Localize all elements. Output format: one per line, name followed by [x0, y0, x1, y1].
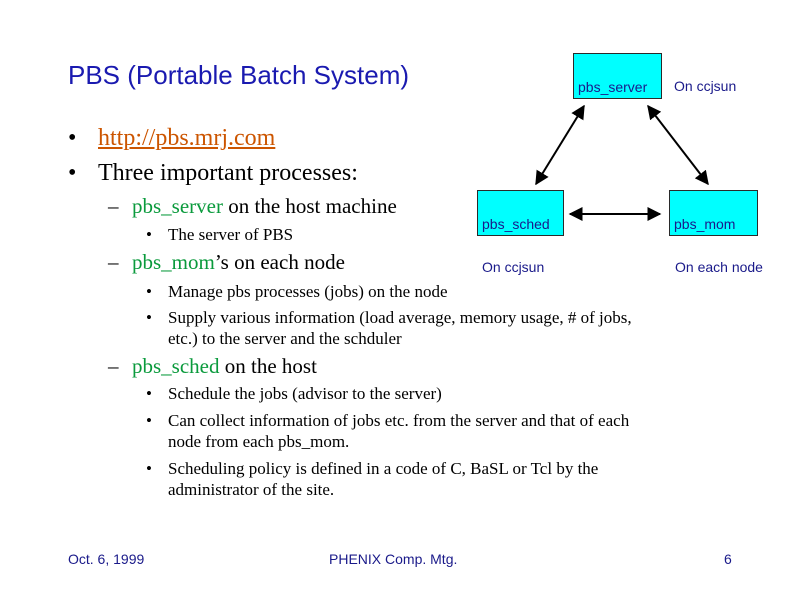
- three-processes-text: Three important processes:: [98, 160, 358, 186]
- mom-item: pbs_mom’s on each node: [132, 250, 345, 275]
- arrow-server-sched: [535, 104, 585, 186]
- footer-event: PHENIX Comp. Mtg.: [329, 551, 458, 567]
- server-location-note: On ccjsun: [674, 78, 737, 94]
- bullet-icon: •: [146, 459, 152, 478]
- dash-icon: –: [108, 250, 119, 274]
- server-item: pbs_server on the host machine: [132, 194, 397, 219]
- sched-item: pbs_sched on the host: [132, 354, 317, 379]
- mom-item-rest: ’s on each node: [214, 250, 345, 274]
- footer-date: Oct. 6, 1999: [68, 551, 145, 567]
- server-sub-0: The server of PBS: [168, 225, 294, 244]
- link-bullet: http://pbs.mrj.com: [98, 125, 275, 152]
- mom-sub-0: Manage pbs processes (jobs) on the node: [168, 282, 448, 301]
- sched-location-note: On ccjsun: [482, 259, 545, 275]
- sched-item-name: pbs_sched: [132, 354, 220, 378]
- footer-page-number: 6: [724, 551, 732, 567]
- bullet-icon: •: [68, 160, 77, 186]
- bullet-icon: •: [146, 282, 152, 301]
- slide-title: PBS (Portable Batch System): [68, 60, 410, 90]
- sched-sub-4: administrator of the site.: [168, 480, 335, 499]
- pbs-server-box: pbs_server: [573, 53, 662, 99]
- mom-sub-2: etc.) to the server and the schduler: [168, 329, 402, 348]
- mom-sub-1: Supply various information (load average…: [168, 308, 632, 327]
- arrow-server-mom: [647, 104, 709, 186]
- pbs-sched-box: pbs_sched: [477, 190, 564, 236]
- sched-item-rest: on the host: [219, 354, 317, 378]
- sched-sub-1: Can collect information of jobs etc. fro…: [168, 411, 630, 430]
- sched-sub-3: Scheduling policy is defined in a code o…: [168, 459, 599, 478]
- server-item-name: pbs_server: [132, 194, 223, 218]
- dash-icon: –: [108, 354, 119, 378]
- sched-sub-2: node from each pbs_mom.: [168, 432, 350, 451]
- bullet-icon: •: [146, 225, 152, 244]
- bullet-icon: •: [146, 308, 152, 327]
- mom-item-name: pbs_mom: [132, 250, 215, 274]
- server-item-rest: on the host machine: [222, 194, 397, 218]
- mom-location-note: On each node: [675, 259, 763, 275]
- bullet-icon: •: [68, 125, 77, 151]
- pbs-link[interactable]: http://pbs.mrj.com: [98, 125, 276, 151]
- pbs-mom-box: pbs_mom: [669, 190, 758, 236]
- dash-icon: –: [108, 194, 119, 218]
- sched-sub-0: Schedule the jobs (advisor to the server…: [168, 384, 442, 403]
- bullet-icon: •: [146, 411, 152, 430]
- bullet-icon: •: [146, 384, 152, 403]
